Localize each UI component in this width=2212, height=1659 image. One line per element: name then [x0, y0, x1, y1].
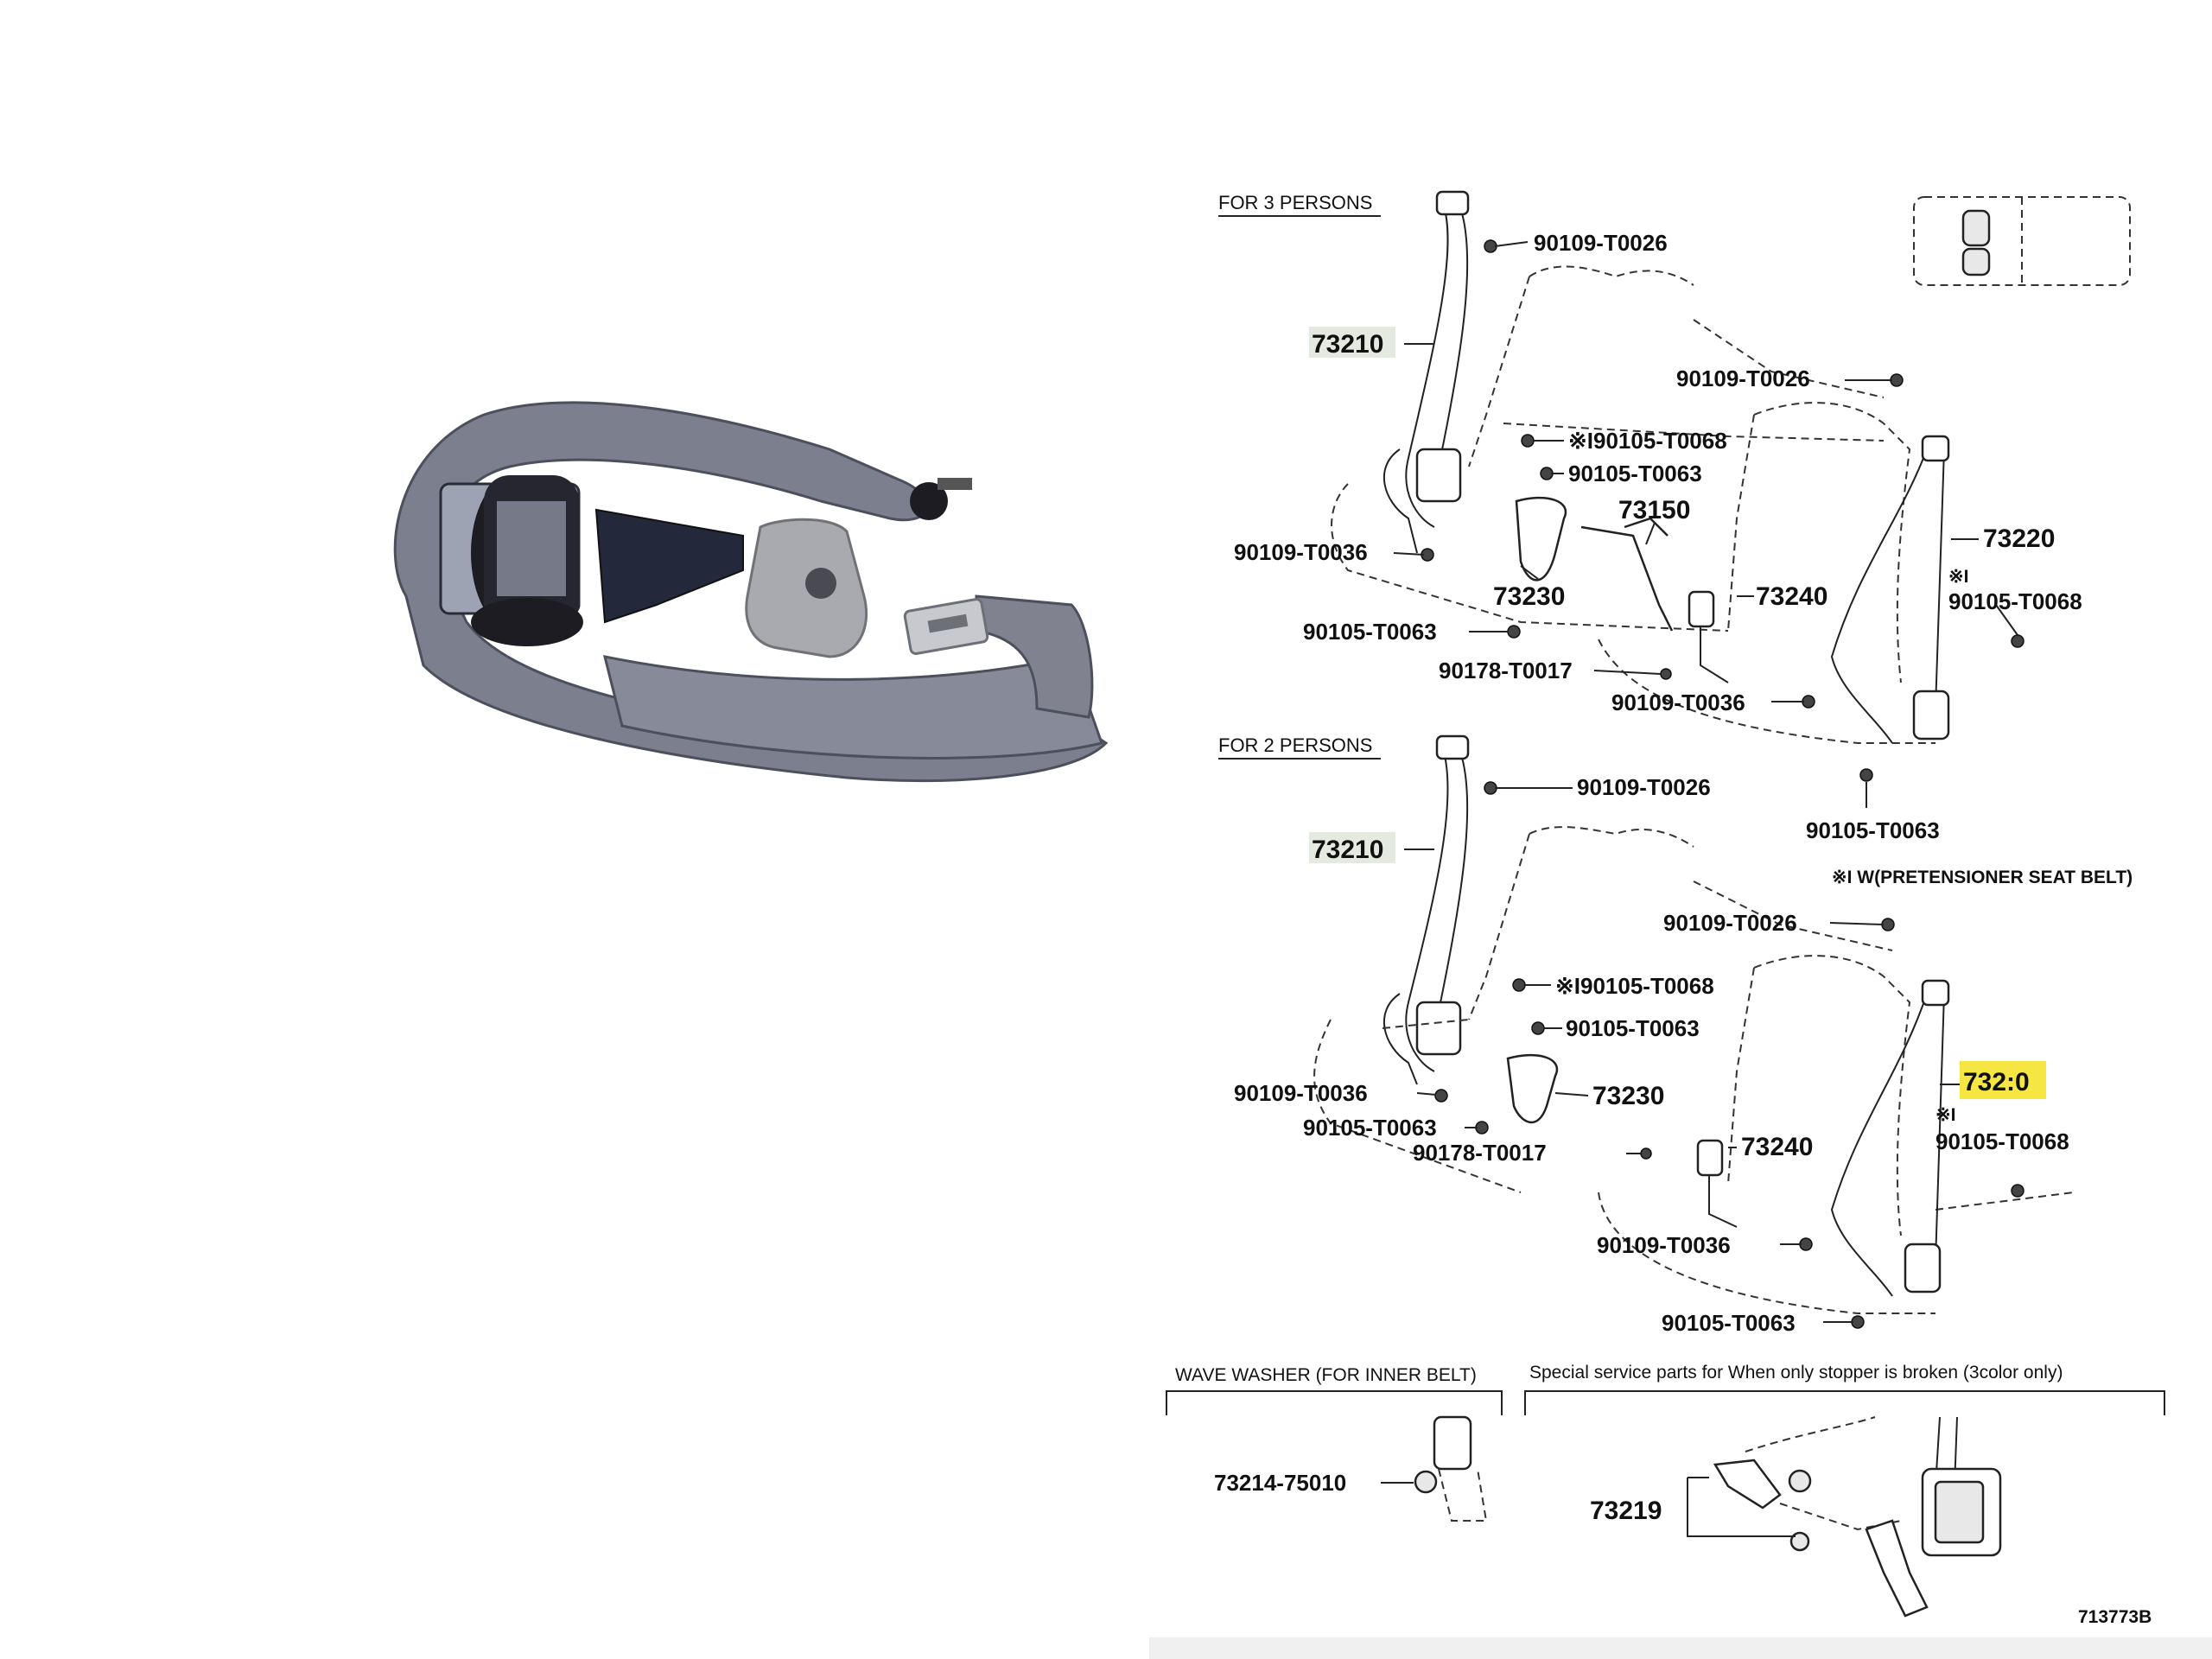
- header-3-persons: FOR 3 PERSONS: [1218, 192, 1372, 213]
- label-73219: 73219: [1590, 1497, 1662, 1525]
- upper-front-seat-outline: [1598, 402, 1936, 744]
- wave-washer-box: WAVE WASHER (FOR INNER BELT) 73214-75010: [1166, 1365, 1503, 1522]
- parts-diagram: FOR 3 PERSONS: [1166, 190, 2165, 1627]
- lower-label-90105-T0068-b: 90105-T0068: [1936, 1128, 2069, 1154]
- label-73214-75010: 73214-75010: [1214, 1470, 1346, 1496]
- upper-label-90178-T0017: 90178-T0017: [1439, 658, 1573, 683]
- lower-front-seat-outline: [1598, 955, 2075, 1314]
- lower-label-90105-T0063-c: 90105-T0063: [1662, 1310, 1796, 1336]
- belt-lower-band: [602, 655, 1103, 760]
- special-service-box: Special service parts for When only stop…: [1524, 1363, 2165, 1627]
- pretensioner-note: ※I W(PRETENSIONER SEAT BELT): [1832, 868, 2133, 887]
- upper-seat-cushion: [1331, 423, 1885, 632]
- lower-label-73220: 732:0: [1963, 1068, 2030, 1096]
- mounting-plate: [594, 508, 744, 624]
- inner-belt-buckle: [1433, 1415, 1472, 1471]
- lower-label-73230: 73230: [1592, 1082, 1664, 1110]
- lower-right-belt: [1830, 993, 1928, 1297]
- upper-label-73150: 73150: [1618, 496, 1690, 524]
- special-service-header: Special service parts for When only stop…: [1529, 1363, 2063, 1382]
- lower-seat-cushion: [1313, 1019, 1522, 1193]
- stopper-button-top: [1788, 1469, 1812, 1493]
- lower-label-90109-T0036-a: 90109-T0036: [1234, 1080, 1368, 1106]
- upper-label-90109-T0036-b: 90109-T0036: [1611, 690, 1745, 715]
- upper-label-90105-T0063-b: 90105-T0063: [1303, 619, 1437, 645]
- lower-buckle-73240: [1696, 1139, 1724, 1177]
- upper-label-mark-i: ※I: [1948, 567, 1968, 587]
- header-2-persons: FOR 2 PERSONS: [1218, 734, 1372, 756]
- upper-label-73220: 73220: [1983, 524, 2055, 553]
- upper-label-90105-T0068-b: 90105-T0068: [1948, 588, 2082, 614]
- upper-label-73240: 73240: [1756, 582, 1827, 611]
- wave-washer-header: WAVE WASHER (FOR INNER BELT): [1175, 1365, 1477, 1385]
- lower-label-73240: 73240: [1741, 1133, 1813, 1161]
- lower-label-73220-highlight: [1960, 1061, 2046, 1099]
- retractor-webbing-wrap: [497, 501, 566, 596]
- upper-label-73210-box: [1309, 327, 1395, 358]
- lower-rear-seat-outline: [1468, 826, 1893, 1020]
- upper-label-90109-T0036-a: 90109-T0036: [1234, 539, 1368, 565]
- upper-label-90105-T0063-c: 90105-T0063: [1806, 817, 1940, 843]
- upper-group: 90109-T0026 73210 90109-T0026 ※I90105-T0…: [1234, 190, 2082, 843]
- buckle-tongue-slot: [927, 613, 969, 633]
- anchor-stud: [938, 478, 972, 490]
- vehicle-indicator: [1913, 196, 2131, 286]
- upper-right-belt: [1830, 448, 1928, 744]
- diagram-id: 713773B: [2078, 1607, 2152, 1627]
- upper-label-90105-T0063-a: 90105-T0063: [1568, 461, 1702, 486]
- belt-right-tail: [975, 594, 1094, 719]
- retractor-reel-cap: [471, 598, 583, 646]
- upper-left-belt: [1405, 198, 1449, 528]
- upper-label-90109-T0026-b: 90109-T0026: [1676, 365, 1810, 391]
- upper-label-73230: 73230: [1493, 582, 1565, 611]
- lower-label-90105-T0063-b: 90105-T0063: [1303, 1115, 1437, 1141]
- upper-buckle-73230: [1515, 496, 1567, 582]
- lower-label-mark-i: ※I: [1936, 1105, 1955, 1125]
- lower-group: 90109-T0026 73210 90109-T0026 ※I90105-T0…: [1234, 734, 2075, 1336]
- lower-buckle-73230: [1506, 1053, 1559, 1124]
- bottom-strip: [1149, 1637, 2212, 1659]
- lower-label-90105-T0068-a: ※I90105-T0068: [1555, 973, 1714, 999]
- lower-label-73210-box: [1309, 832, 1395, 863]
- upper-label-90105-T0068-a: ※I90105-T0068: [1568, 428, 1727, 454]
- buckle-rivet: [805, 568, 836, 599]
- upper-rear-seat-outline: [1468, 265, 1885, 467]
- upper-buckle-73240: [1688, 590, 1715, 628]
- lower-label-90109-T0026-b: 90109-T0026: [1663, 910, 1797, 936]
- upper-label-90109-T0026-a: 90109-T0026: [1534, 230, 1668, 256]
- seat-belt-photo: [393, 401, 1109, 783]
- wave-washer: [1414, 1470, 1438, 1494]
- lower-left-belt: [1405, 742, 1449, 1072]
- lower-label-90109-T0036-b: 90109-T0036: [1597, 1232, 1731, 1258]
- lower-label-90109-T0026-a: 90109-T0026: [1577, 774, 1711, 800]
- lower-label-90178-T0017: 90178-T0017: [1413, 1140, 1547, 1166]
- lower-label-90105-T0063-a: 90105-T0063: [1566, 1015, 1700, 1041]
- lower-label-73210: 73210: [1312, 836, 1383, 864]
- stopper-bracket: [1713, 1459, 1782, 1510]
- upper-label-73210: 73210: [1312, 330, 1383, 359]
- anchor-bolt: [910, 482, 948, 520]
